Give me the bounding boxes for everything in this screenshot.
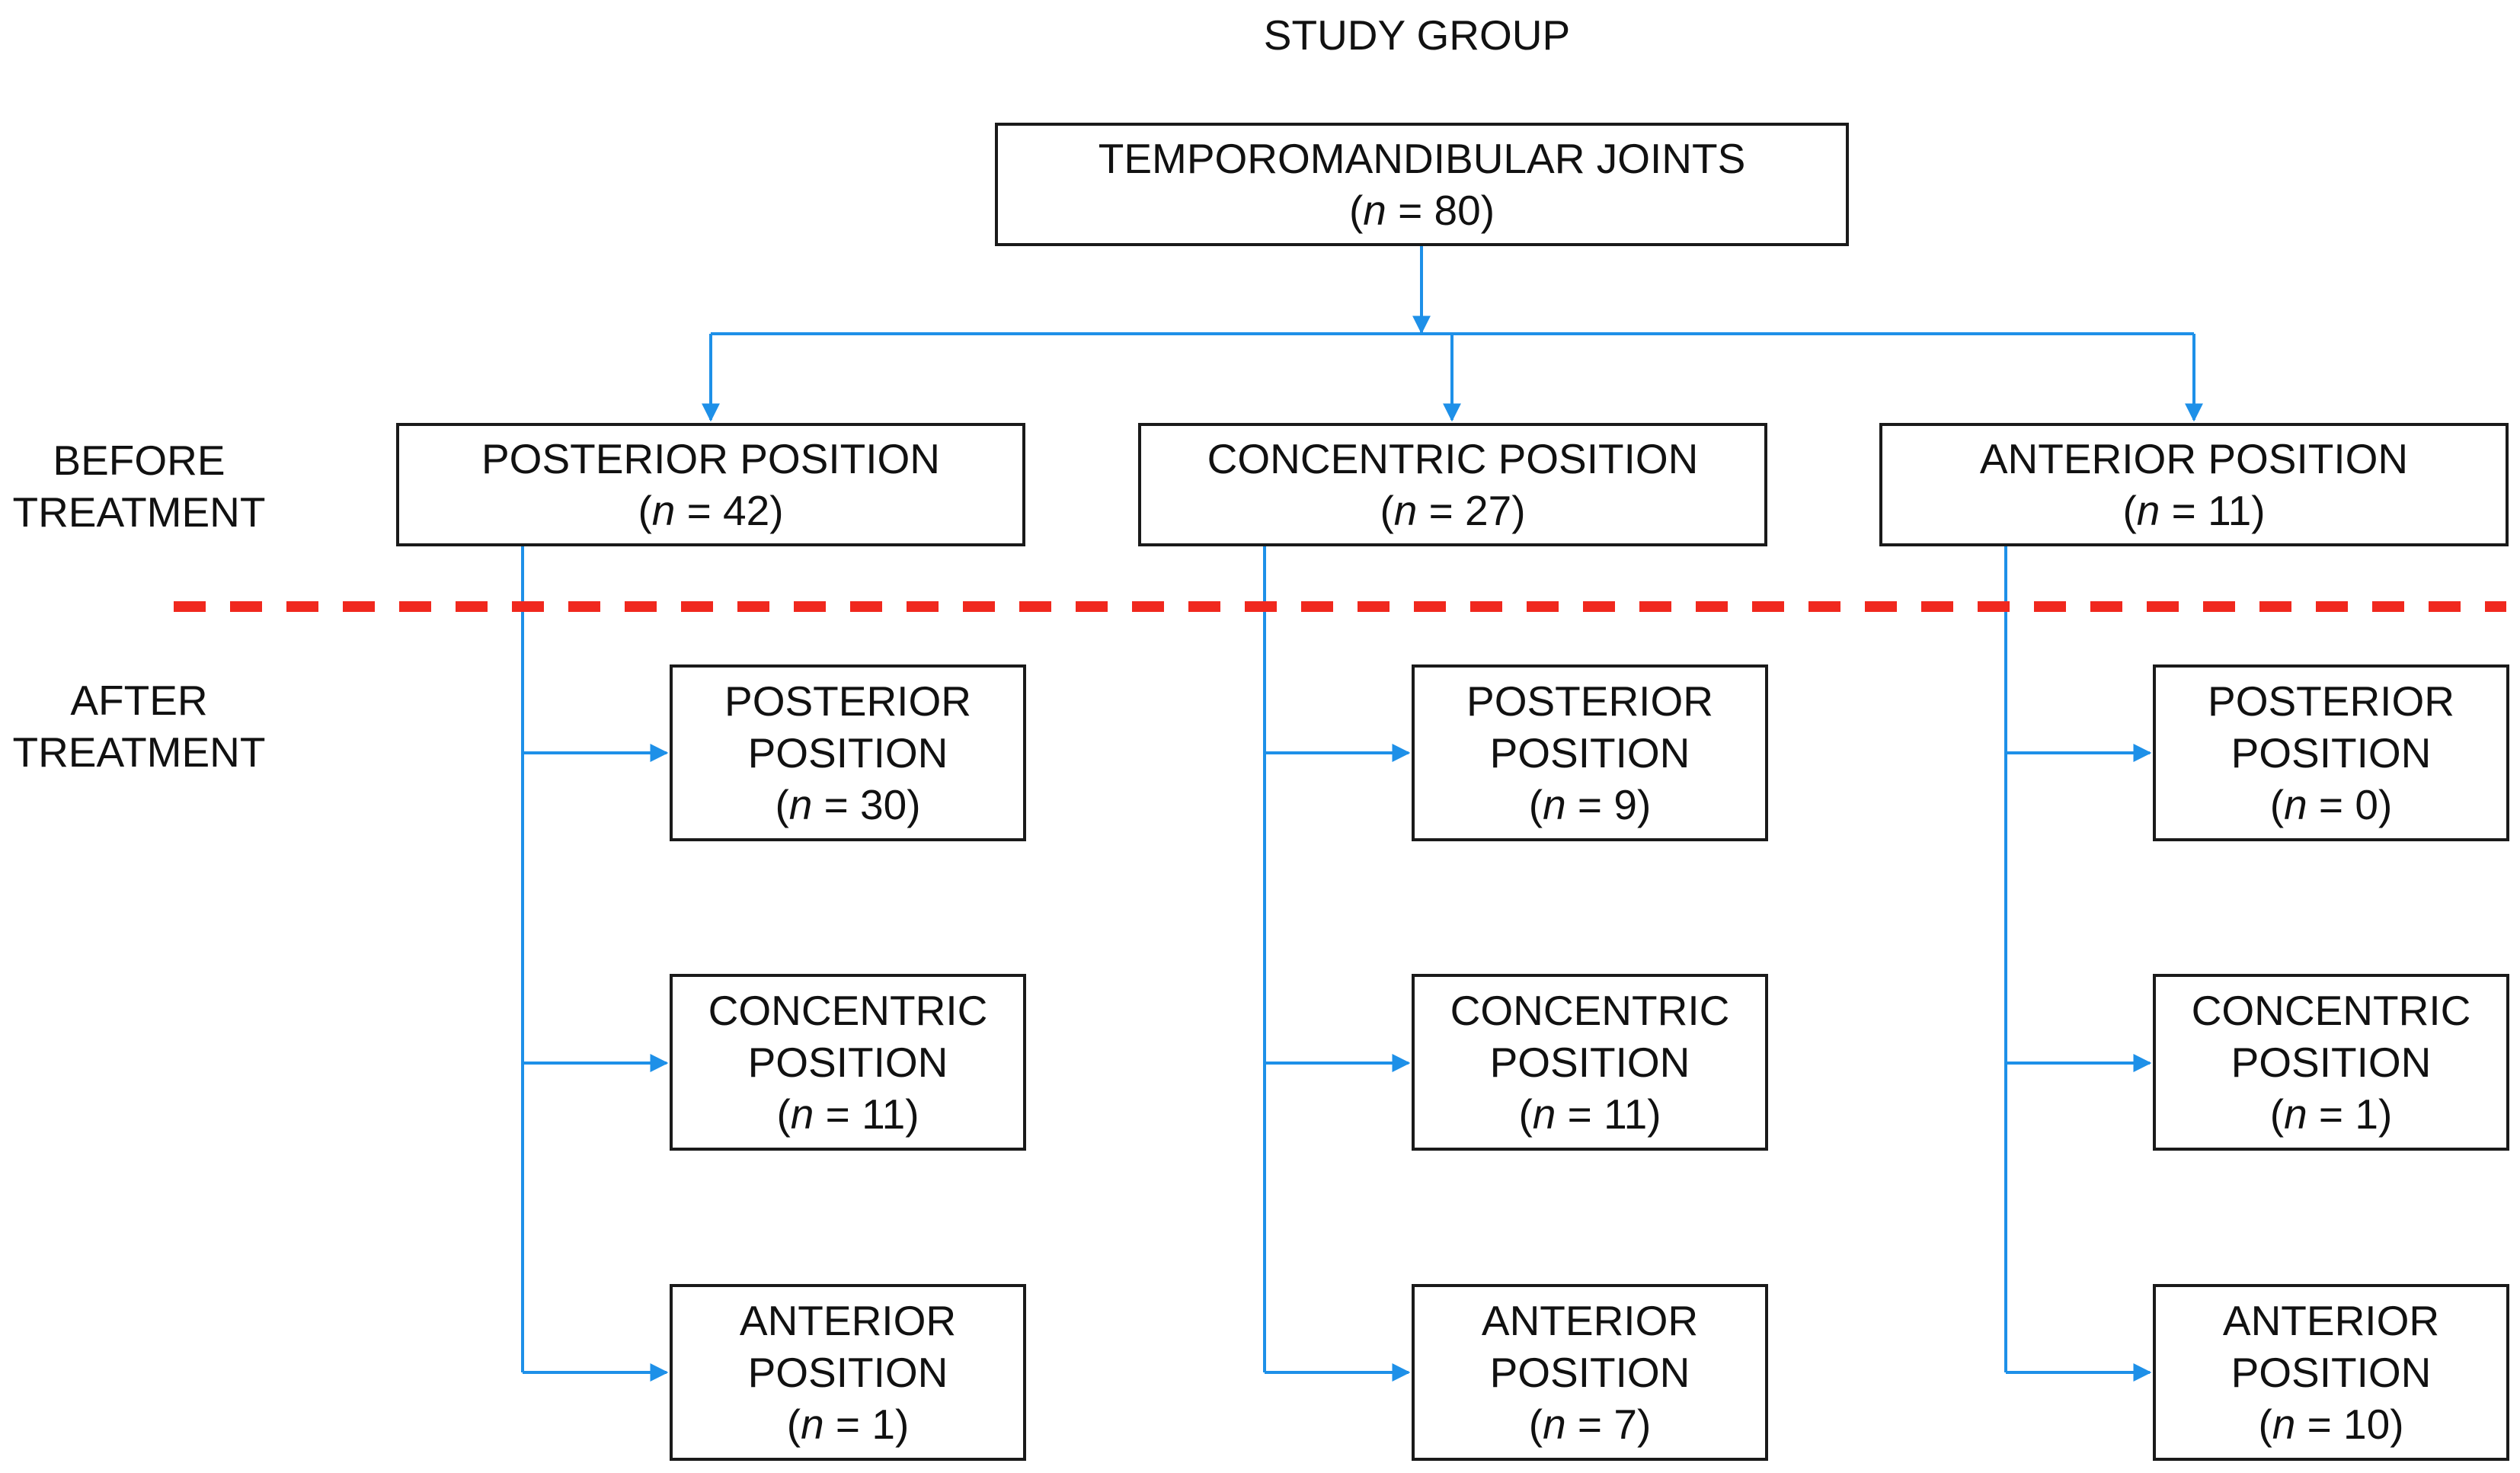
after-box-label-line1: ANTERIOR [1481, 1297, 1699, 1344]
after-box-count: (n = 11) [776, 1090, 919, 1138]
after-box-anterior-to-concentric: CONCENTRIC POSITION (n = 1) [2153, 974, 2509, 1151]
root-count: (n = 80) [1348, 187, 1495, 234]
after-box-label-line2: POSITION [2231, 1039, 2432, 1086]
after-box-label-line2: POSITION [747, 1039, 948, 1086]
after-box-label-line2: POSITION [2231, 729, 2432, 777]
before-label-line1: BEFORE [53, 437, 225, 484]
after-box-concentric-to-anterior: ANTERIOR POSITION (n = 7) [1412, 1284, 1768, 1461]
after-box-posterior-to-concentric: CONCENTRIC POSITION (n = 11) [670, 974, 1026, 1151]
after-label-line1: AFTER [70, 677, 208, 724]
after-box-count: (n = 10) [2258, 1401, 2404, 1448]
after-box-label-line2: POSITION [1489, 729, 1690, 777]
before-box-concentric: CONCENTRIC POSITION (n = 27) [1138, 423, 1767, 546]
before-box-count: (n = 27) [1380, 487, 1526, 534]
after-box-label-line1: ANTERIOR [739, 1297, 957, 1344]
after-box-label-line2: POSITION [1489, 1039, 1690, 1086]
after-box-count: (n = 0) [2269, 781, 2393, 828]
after-box-posterior-to-anterior: ANTERIOR POSITION (n = 1) [670, 1284, 1026, 1461]
after-box-anterior-to-posterior: POSTERIOR POSITION (n = 0) [2153, 664, 2509, 841]
before-box-label: POSTERIOR POSITION [481, 435, 941, 482]
before-box-count: (n = 42) [638, 487, 784, 534]
after-box-label-line1: ANTERIOR [2222, 1297, 2440, 1344]
after-box-label-line2: POSITION [747, 729, 948, 777]
after-treatment-label: AFTER TREATMENT [0, 674, 278, 778]
study-group-title: STUDY GROUP [1263, 11, 1571, 59]
after-box-anterior-to-anterior: ANTERIOR POSITION (n = 10) [2153, 1284, 2509, 1461]
after-box-posterior-to-posterior: POSTERIOR POSITION (n = 30) [670, 664, 1026, 841]
after-box-label-line1: POSTERIOR [2208, 677, 2454, 725]
after-box-label-line1: POSTERIOR [724, 677, 971, 725]
after-box-label-line1: CONCENTRIC [1450, 987, 1730, 1034]
after-box-label-line2: POSITION [2231, 1349, 2432, 1396]
root-box: TEMPOROMANDIBULAR JOINTS (n = 80) [995, 123, 1849, 246]
after-box-count: (n = 9) [1528, 781, 1652, 828]
after-box-label-line2: POSITION [1489, 1349, 1690, 1396]
before-label-line2: TREATMENT [12, 488, 266, 536]
after-box-count: (n = 11) [1518, 1090, 1661, 1138]
after-label-line2: TREATMENT [12, 728, 266, 776]
before-box-label: ANTERIOR POSITION [1979, 435, 2409, 482]
after-box-count: (n = 7) [1528, 1401, 1652, 1448]
after-box-count: (n = 1) [2269, 1090, 2393, 1138]
after-box-concentric-to-concentric: CONCENTRIC POSITION (n = 11) [1412, 974, 1768, 1151]
after-box-count: (n = 30) [775, 781, 921, 828]
before-treatment-label: BEFORE TREATMENT [0, 434, 278, 538]
root-label: TEMPOROMANDIBULAR JOINTS [1098, 135, 1746, 182]
after-box-label-line1: CONCENTRIC [708, 987, 988, 1034]
after-box-label-line1: POSTERIOR [1466, 677, 1713, 725]
after-box-label-line2: POSITION [747, 1349, 948, 1396]
after-box-label-line1: CONCENTRIC [2191, 987, 2471, 1034]
before-box-label: CONCENTRIC POSITION [1207, 435, 1699, 482]
before-box-posterior: POSTERIOR POSITION (n = 42) [396, 423, 1025, 546]
before-box-anterior: ANTERIOR POSITION (n = 11) [1879, 423, 2509, 546]
after-box-concentric-to-posterior: POSTERIOR POSITION (n = 9) [1412, 664, 1768, 841]
after-box-count: (n = 1) [786, 1401, 910, 1448]
before-box-count: (n = 11) [2122, 487, 2266, 534]
